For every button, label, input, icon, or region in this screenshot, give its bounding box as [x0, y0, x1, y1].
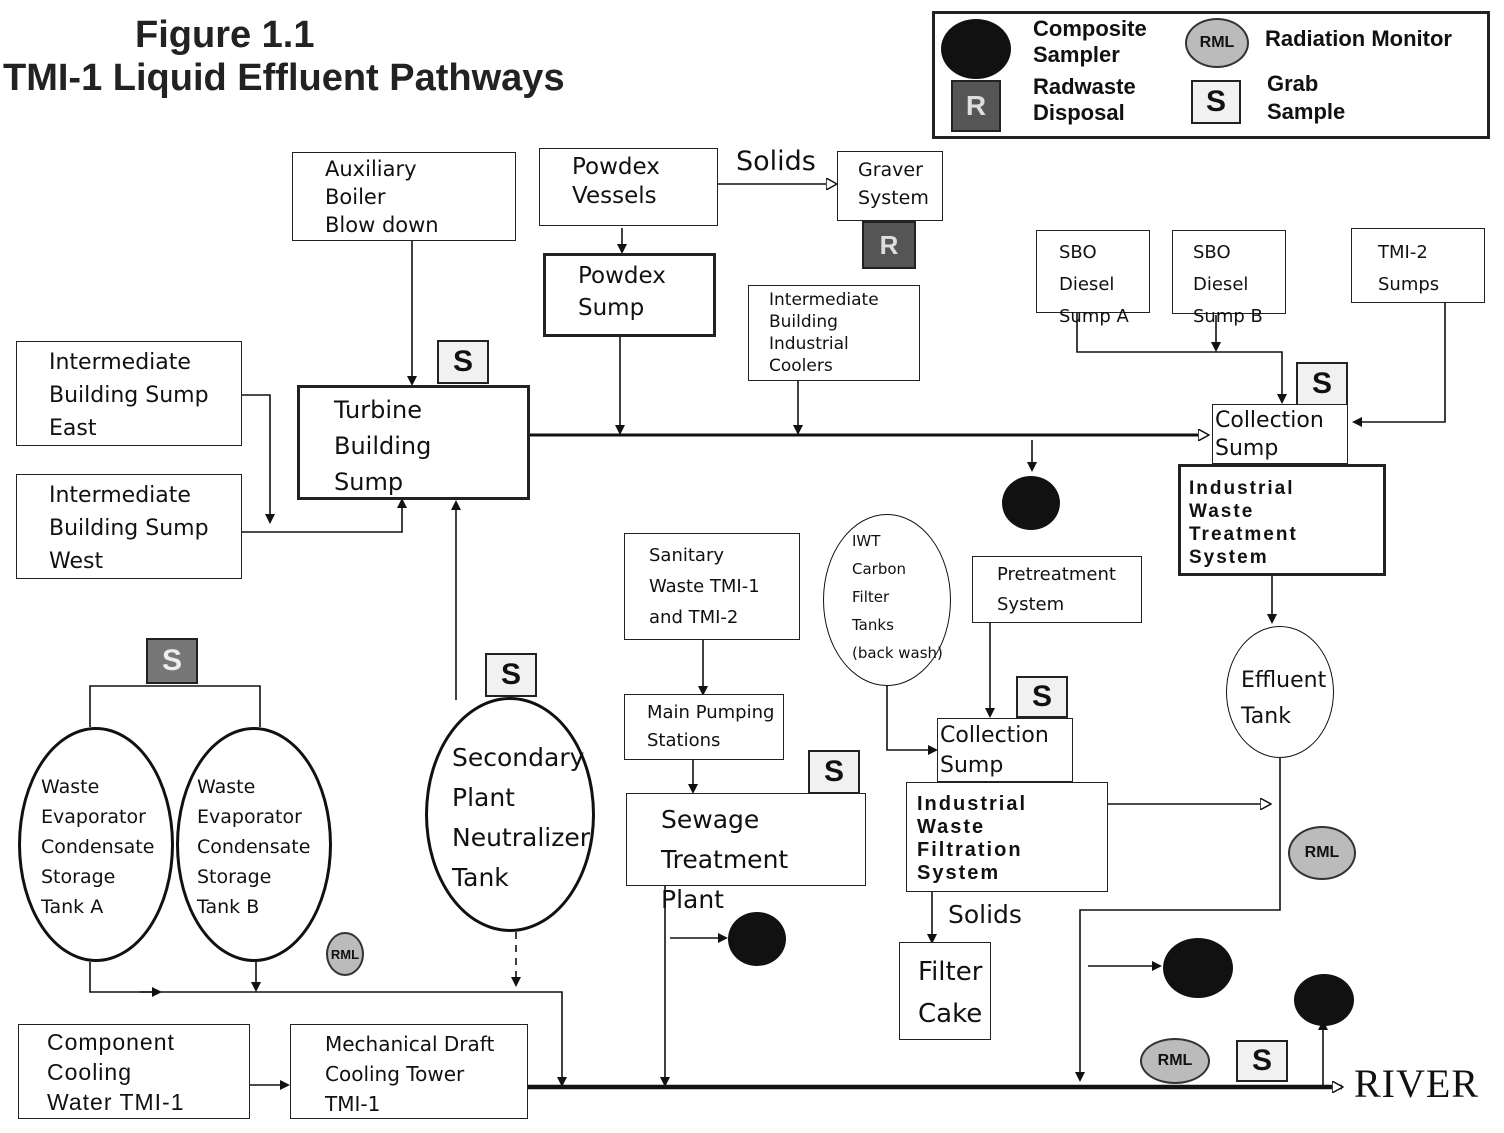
ib-sump-east-box: Intermediate Building Sump East	[16, 341, 242, 446]
main-pumping-stations-label: Main Pumping Stations	[647, 702, 775, 751]
filter-cake-label: Filter Cake	[918, 957, 983, 1029]
iwt-carbon-filter-label: IWT Carbon Filter Tanks (back wash)	[852, 532, 943, 662]
collection-sump-mid-box: Collection Sump	[937, 718, 1073, 782]
turbine-building-sump-label: Turbine Building Sump	[334, 396, 432, 496]
grab-sample-icon: S	[485, 653, 537, 697]
ib-industrial-coolers-label: Intermediate Building Industrial Coolers	[769, 290, 879, 376]
storage-tank-a-label: Waste Evaporator Condensate Storage Tank…	[41, 776, 155, 918]
ib-sump-west-box: Intermediate Building Sump West	[16, 474, 242, 579]
ib-sump-west-label: Intermediate Building Sump West	[49, 483, 209, 574]
grab-sample-icon: S	[437, 340, 489, 384]
graver-system-box: Graver System	[837, 151, 943, 221]
solids-label-top: Solids	[736, 146, 816, 177]
river-label: RIVER	[1354, 1061, 1479, 1106]
graver-system-label: Graver System	[858, 159, 929, 209]
grab-sample-icon: S	[1016, 676, 1068, 718]
powdex-vessels-label: Powdex Vessels	[572, 154, 660, 209]
sbo-diesel-sump-a-label: SBO Diesel Sump A	[1059, 242, 1129, 327]
legend-composite-label: Composite Sampler	[1033, 16, 1147, 67]
composite-sampler-icon	[1294, 974, 1354, 1026]
sbo-diesel-sump-b-label: SBO Diesel Sump B	[1193, 242, 1263, 327]
component-cooling-water-box: Component Cooling Water TMI-1	[18, 1024, 250, 1119]
secondary-plant-neutralizer-tank: Secondary Plant Neutralizer Tank	[425, 697, 595, 932]
turbine-building-sump-box: Turbine Building Sump	[297, 385, 530, 500]
composite-sampler-icon	[941, 19, 1011, 79]
main-pumping-stations-box: Main Pumping Stations	[624, 694, 784, 760]
industrial-waste-filtration-label: Industrial Waste Filtration System	[917, 793, 1028, 884]
ib-sump-east-label: Intermediate Building Sump East	[49, 350, 209, 441]
filter-cake-box: Filter Cake	[899, 942, 991, 1040]
tmi2-sumps-box: TMI-2 Sumps	[1351, 228, 1485, 303]
component-cooling-water-label: Component Cooling Water TMI-1	[47, 1029, 185, 1115]
grab-sample-icon: S	[1191, 80, 1241, 124]
powdex-sump-box: Powdex Sump	[543, 253, 716, 337]
collection-sump-mid-label: Collection Sump	[940, 723, 1049, 778]
effluent-tank: Effluent Tank	[1226, 626, 1334, 758]
legend-radiation-label: Radiation Monitor	[1265, 26, 1452, 51]
industrial-waste-filtration-box: Industrial Waste Filtration System	[906, 782, 1108, 892]
powdex-sump-label: Powdex Sump	[578, 263, 666, 321]
composite-sampler-icon	[1163, 938, 1233, 998]
storage-tank-a: Waste Evaporator Condensate Storage Tank…	[18, 727, 174, 962]
radiation-monitor-icon: RML	[1288, 826, 1356, 880]
composite-sampler-icon	[1002, 476, 1060, 530]
radiation-monitor-icon: RML	[326, 932, 364, 976]
legend-grab-label: Grab Sample	[1267, 71, 1346, 124]
grab-sample-icon: S	[146, 638, 198, 684]
sbo-diesel-sump-b-box: SBO Diesel Sump B	[1172, 230, 1286, 327]
sbo-diesel-sump-a-box: SBO Diesel Sump A	[1036, 230, 1150, 327]
ib-industrial-coolers-box: Intermediate Building Industrial Coolers	[748, 285, 920, 381]
industrial-waste-treatment-box: Industrial Waste Treatment System	[1178, 464, 1386, 576]
legend-radwaste-label: Radwaste Disposal	[1033, 74, 1136, 125]
auxiliary-boiler-label: Auxiliary Boiler Blow down	[325, 157, 439, 237]
grab-sample-icon: S	[808, 750, 860, 794]
storage-tank-b-label: Waste Evaporator Condensate Storage Tank…	[197, 776, 311, 918]
radwaste-disposal-icon: R	[951, 80, 1001, 132]
grab-sample-icon: S	[1236, 1040, 1288, 1082]
legend: Composite Sampler RML Radiation Monitor …	[932, 11, 1490, 139]
iwt-carbon-filter-tanks: IWT Carbon Filter Tanks (back wash)	[823, 514, 951, 686]
industrial-waste-treatment-label: Industrial Waste Treatment System	[1189, 478, 1298, 568]
grab-sample-icon: S	[1296, 362, 1348, 406]
effluent-tank-label: Effluent Tank	[1241, 668, 1327, 729]
figure-title: TMI-1 Liquid Effluent Pathways	[3, 57, 565, 99]
neutralizer-tank-label: Secondary Plant Neutralizer Tank	[452, 743, 591, 892]
radiation-monitor-icon: RML	[1140, 1038, 1210, 1084]
pretreatment-system-label: Pretreatment System	[997, 564, 1116, 615]
collection-sump-top-box: Collection Sump	[1212, 404, 1348, 464]
cooling-tower-label: Mechanical Draft Cooling Tower TMI-1	[325, 1032, 495, 1116]
sanitary-waste-label: Sanitary Waste TMI-1 and TMI-2	[649, 545, 760, 628]
tmi2-sumps-label: TMI-2 Sumps	[1378, 242, 1440, 295]
radiation-monitor-icon: RML	[1185, 18, 1249, 68]
radwaste-disposal-icon: R	[862, 221, 916, 269]
collection-sump-top-label: Collection Sump	[1215, 408, 1324, 461]
powdex-vessels-box: Powdex Vessels	[539, 148, 718, 226]
figure-number: Figure 1.1	[135, 14, 315, 56]
pretreatment-system-box: Pretreatment System	[972, 556, 1142, 623]
auxiliary-boiler-box: Auxiliary Boiler Blow down	[292, 152, 516, 241]
cooling-tower-box: Mechanical Draft Cooling Tower TMI-1	[290, 1024, 528, 1119]
sewage-treatment-plant-label: Sewage Treatment Plant	[661, 805, 789, 914]
solids-label-bottom: Solids	[948, 900, 1022, 929]
storage-tank-b: Waste Evaporator Condensate Storage Tank…	[176, 727, 332, 962]
sanitary-waste-box: Sanitary Waste TMI-1 and TMI-2	[624, 533, 800, 640]
sewage-treatment-plant-box: Sewage Treatment Plant	[626, 793, 866, 914]
composite-sampler-icon	[728, 912, 786, 966]
